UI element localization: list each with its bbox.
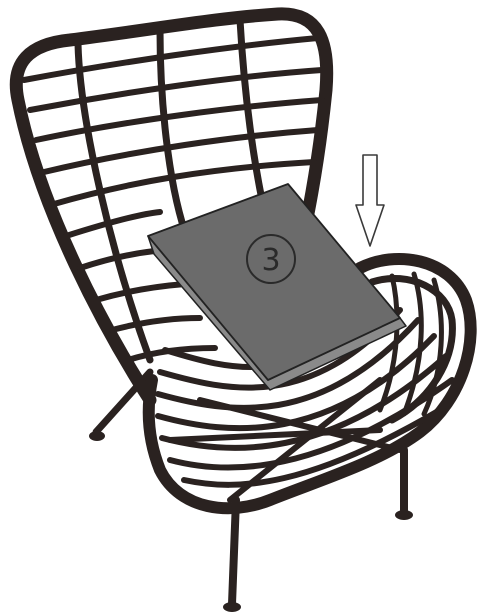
back-left-foot — [89, 431, 105, 441]
backrest-slat — [96, 284, 185, 300]
front-left-leg — [232, 500, 236, 604]
front-left-foot — [223, 602, 241, 612]
backrest-spine — [160, 30, 185, 232]
backrest-slat — [112, 318, 200, 330]
step-number: 3 — [261, 243, 280, 278]
arm-spoke — [404, 274, 421, 414]
front-right-foot — [395, 510, 413, 520]
front-legs — [223, 450, 413, 612]
down-arrow-icon — [356, 155, 384, 246]
